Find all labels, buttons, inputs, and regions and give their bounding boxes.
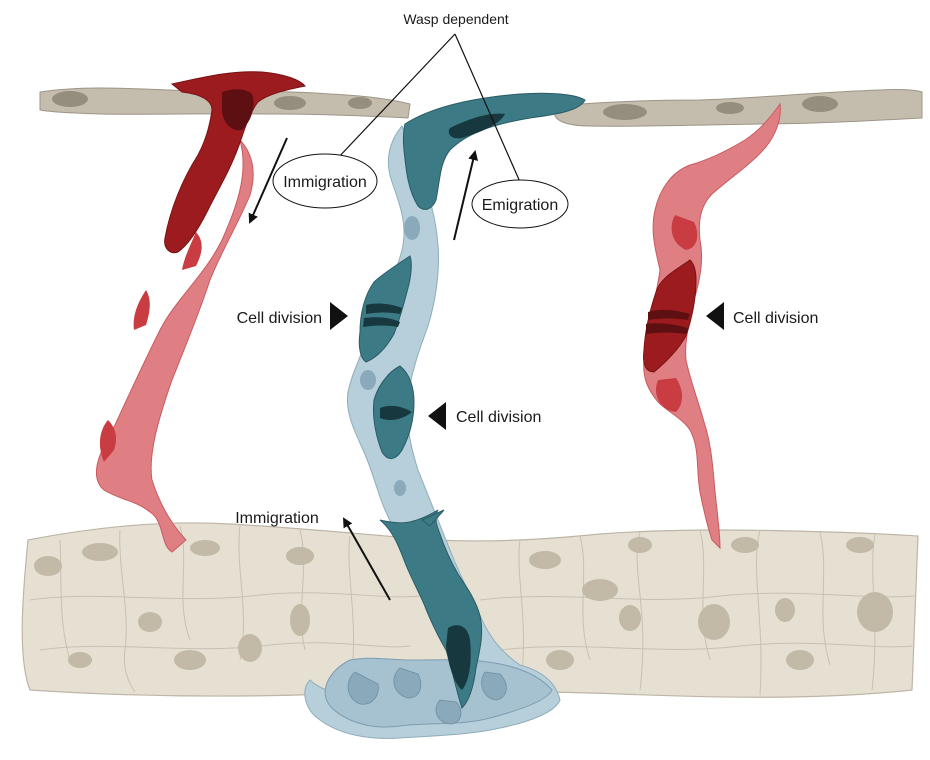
right-red-mid-patch-2 xyxy=(656,378,682,412)
cell-division-right-label: Cell division xyxy=(733,310,818,327)
emigration-arrow xyxy=(454,152,475,240)
emigration-bubble: Emigration xyxy=(472,180,568,228)
immigration-bubble: Immigration xyxy=(273,154,377,208)
emigration-bubble-label: Emigration xyxy=(482,197,558,214)
cell-division-left-label: Cell division xyxy=(237,310,322,327)
triangle-pointer-right-icon xyxy=(330,302,348,330)
cell-division-middle-label: Cell division xyxy=(456,409,541,426)
triangle-pointer-left-icon xyxy=(428,402,446,430)
left-red-mid-patch-2 xyxy=(134,290,150,330)
cell-division-left-group: Cell division xyxy=(237,302,348,330)
cell-division-right-group: Cell division xyxy=(706,302,818,330)
wasp-dependent-label: Wasp dependent xyxy=(403,11,508,27)
triangle-pointer-left-icon-right xyxy=(706,302,724,330)
immigration-lower-label: Immigration xyxy=(235,510,319,527)
immigration-bubble-label: Immigration xyxy=(283,174,367,191)
cell-division-middle-group: Cell division xyxy=(428,402,541,430)
